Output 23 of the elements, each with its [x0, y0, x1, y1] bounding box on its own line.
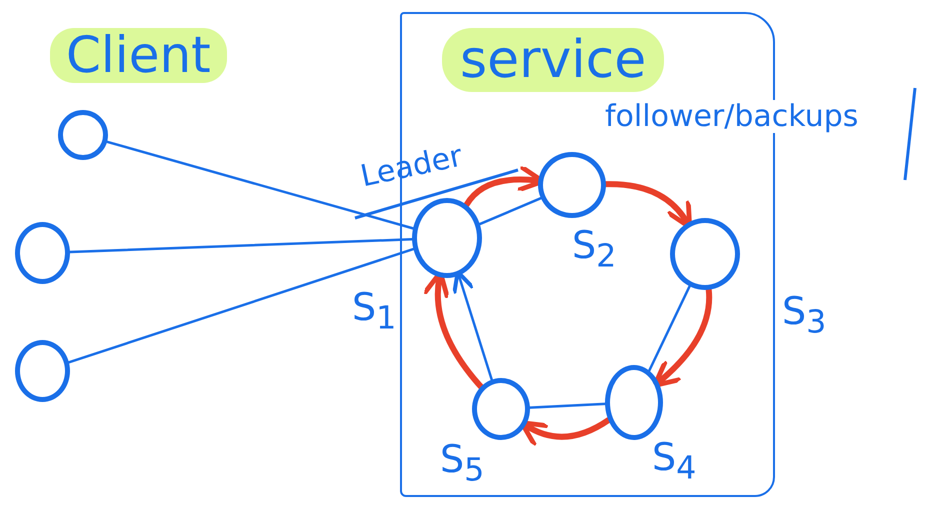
connector-line [648, 285, 691, 372]
connector-line [68, 248, 415, 364]
follower-label: follower/backups [605, 100, 858, 133]
client-heading: Client [50, 28, 227, 83]
server-label: S$_{1}$ [352, 288, 396, 336]
node-circle [538, 152, 606, 218]
node-circle [15, 222, 70, 284]
connector-line [528, 402, 606, 409]
node-circle [605, 365, 663, 440]
node-circle [472, 378, 530, 440]
leader-label: Leader [358, 140, 466, 194]
node-circle [58, 110, 108, 160]
node-circle [15, 340, 70, 402]
service-heading: service [442, 28, 664, 92]
node-circle [670, 218, 740, 290]
connector-line [478, 196, 542, 226]
connector-line [106, 140, 414, 230]
connector-line [68, 238, 414, 254]
server-label: S$_{2}$ [572, 226, 616, 274]
node-circle [412, 198, 482, 278]
server-label: S$_{3}$ [782, 292, 826, 340]
server-label: S$_{5}$ [440, 440, 484, 488]
server-label: S$_{4}$ [652, 438, 696, 486]
